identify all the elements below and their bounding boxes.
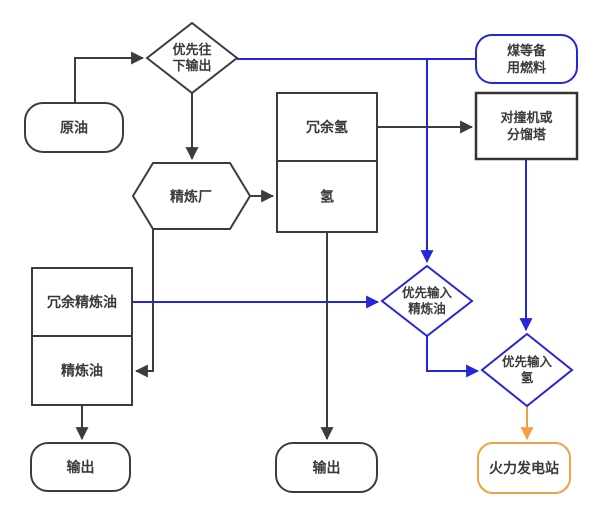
node-coal-backup-fuel: 煤等备 用燃料	[475, 34, 578, 84]
coal-backup-fuel-box	[475, 34, 578, 84]
priority-down-output-label-line1: 优先往	[172, 42, 211, 58]
collider-label-line1: 对撞机或	[500, 110, 552, 126]
priority-input-hydrogen-label-line1: 优先输入	[502, 354, 553, 369]
output-middle-box	[275, 442, 378, 493]
crude-oil-label: 原油	[60, 120, 88, 137]
collider-label-line2: 分馏塔	[507, 127, 547, 143]
refinery-hexagon	[131, 162, 252, 230]
priority-input-refined-oil-diamond	[380, 264, 474, 338]
crude-oil-box	[24, 102, 124, 153]
refined-oil-label: 精炼油	[61, 363, 103, 380]
node-hydrogen-box: 冗余氢 氢	[276, 92, 378, 233]
priority-down-output-diamond	[145, 21, 239, 95]
nodes-layer: 优先往 下输出 原油 精炼厂 冗余氢 氢 煤等备 用燃料 对	[24, 21, 579, 494]
node-priority-input-refined-oil: 优先输入 精炼油	[380, 264, 474, 338]
edge-priority-refined-oil-to-priority-hydrogen	[426, 336, 480, 378]
node-priority-input-hydrogen: 优先输入 氢	[480, 332, 574, 408]
edges-layer	[74, 51, 534, 441]
priority-down-output-label-line2: 下输出	[172, 58, 211, 74]
refinery-label: 精炼厂	[170, 189, 212, 206]
node-output-left: 输出	[30, 442, 131, 492]
coal-backup-fuel-label-line1: 煤等备	[507, 43, 547, 59]
node-refined-oil-box: 冗余精炼油 精炼油	[31, 267, 133, 406]
output-left-label: 输出	[67, 459, 95, 476]
output-middle-label: 输出	[313, 460, 341, 477]
thermal-power-station-label: 火力发电站	[489, 460, 559, 477]
priority-input-hydrogen-diamond	[480, 332, 574, 408]
surplus-hydrogen-label: 冗余氢	[306, 119, 348, 136]
hydrogen-box-outline	[276, 92, 378, 233]
node-output-middle: 输出	[275, 442, 378, 493]
hydrogen-label: 氢	[320, 189, 334, 206]
node-collider-or-fractionator: 对撞机或 分馏塔	[474, 91, 579, 161]
surplus-refined-oil-label: 冗余精炼油	[47, 294, 117, 311]
edge-refinery-to-refined-oil-cell	[134, 229, 154, 378]
node-thermal-power-station: 火力发电站	[477, 442, 571, 494]
priority-input-refined-oil-label-line1: 优先输入	[402, 285, 453, 300]
priority-input-hydrogen-label-line2: 氢	[521, 370, 534, 385]
edge-crude-oil-to-priority-diamond	[74, 51, 145, 103]
output-left-box	[30, 442, 131, 492]
thermal-power-station-box	[477, 442, 571, 494]
coal-backup-fuel-label-line2: 用燃料	[506, 60, 546, 76]
node-crude-oil: 原油	[24, 102, 124, 153]
node-refinery: 精炼厂	[131, 162, 252, 230]
node-priority-down-output: 优先往 下输出	[145, 21, 239, 95]
collider-box	[474, 91, 579, 161]
priority-input-refined-oil-label-line2: 精炼油	[408, 301, 446, 316]
